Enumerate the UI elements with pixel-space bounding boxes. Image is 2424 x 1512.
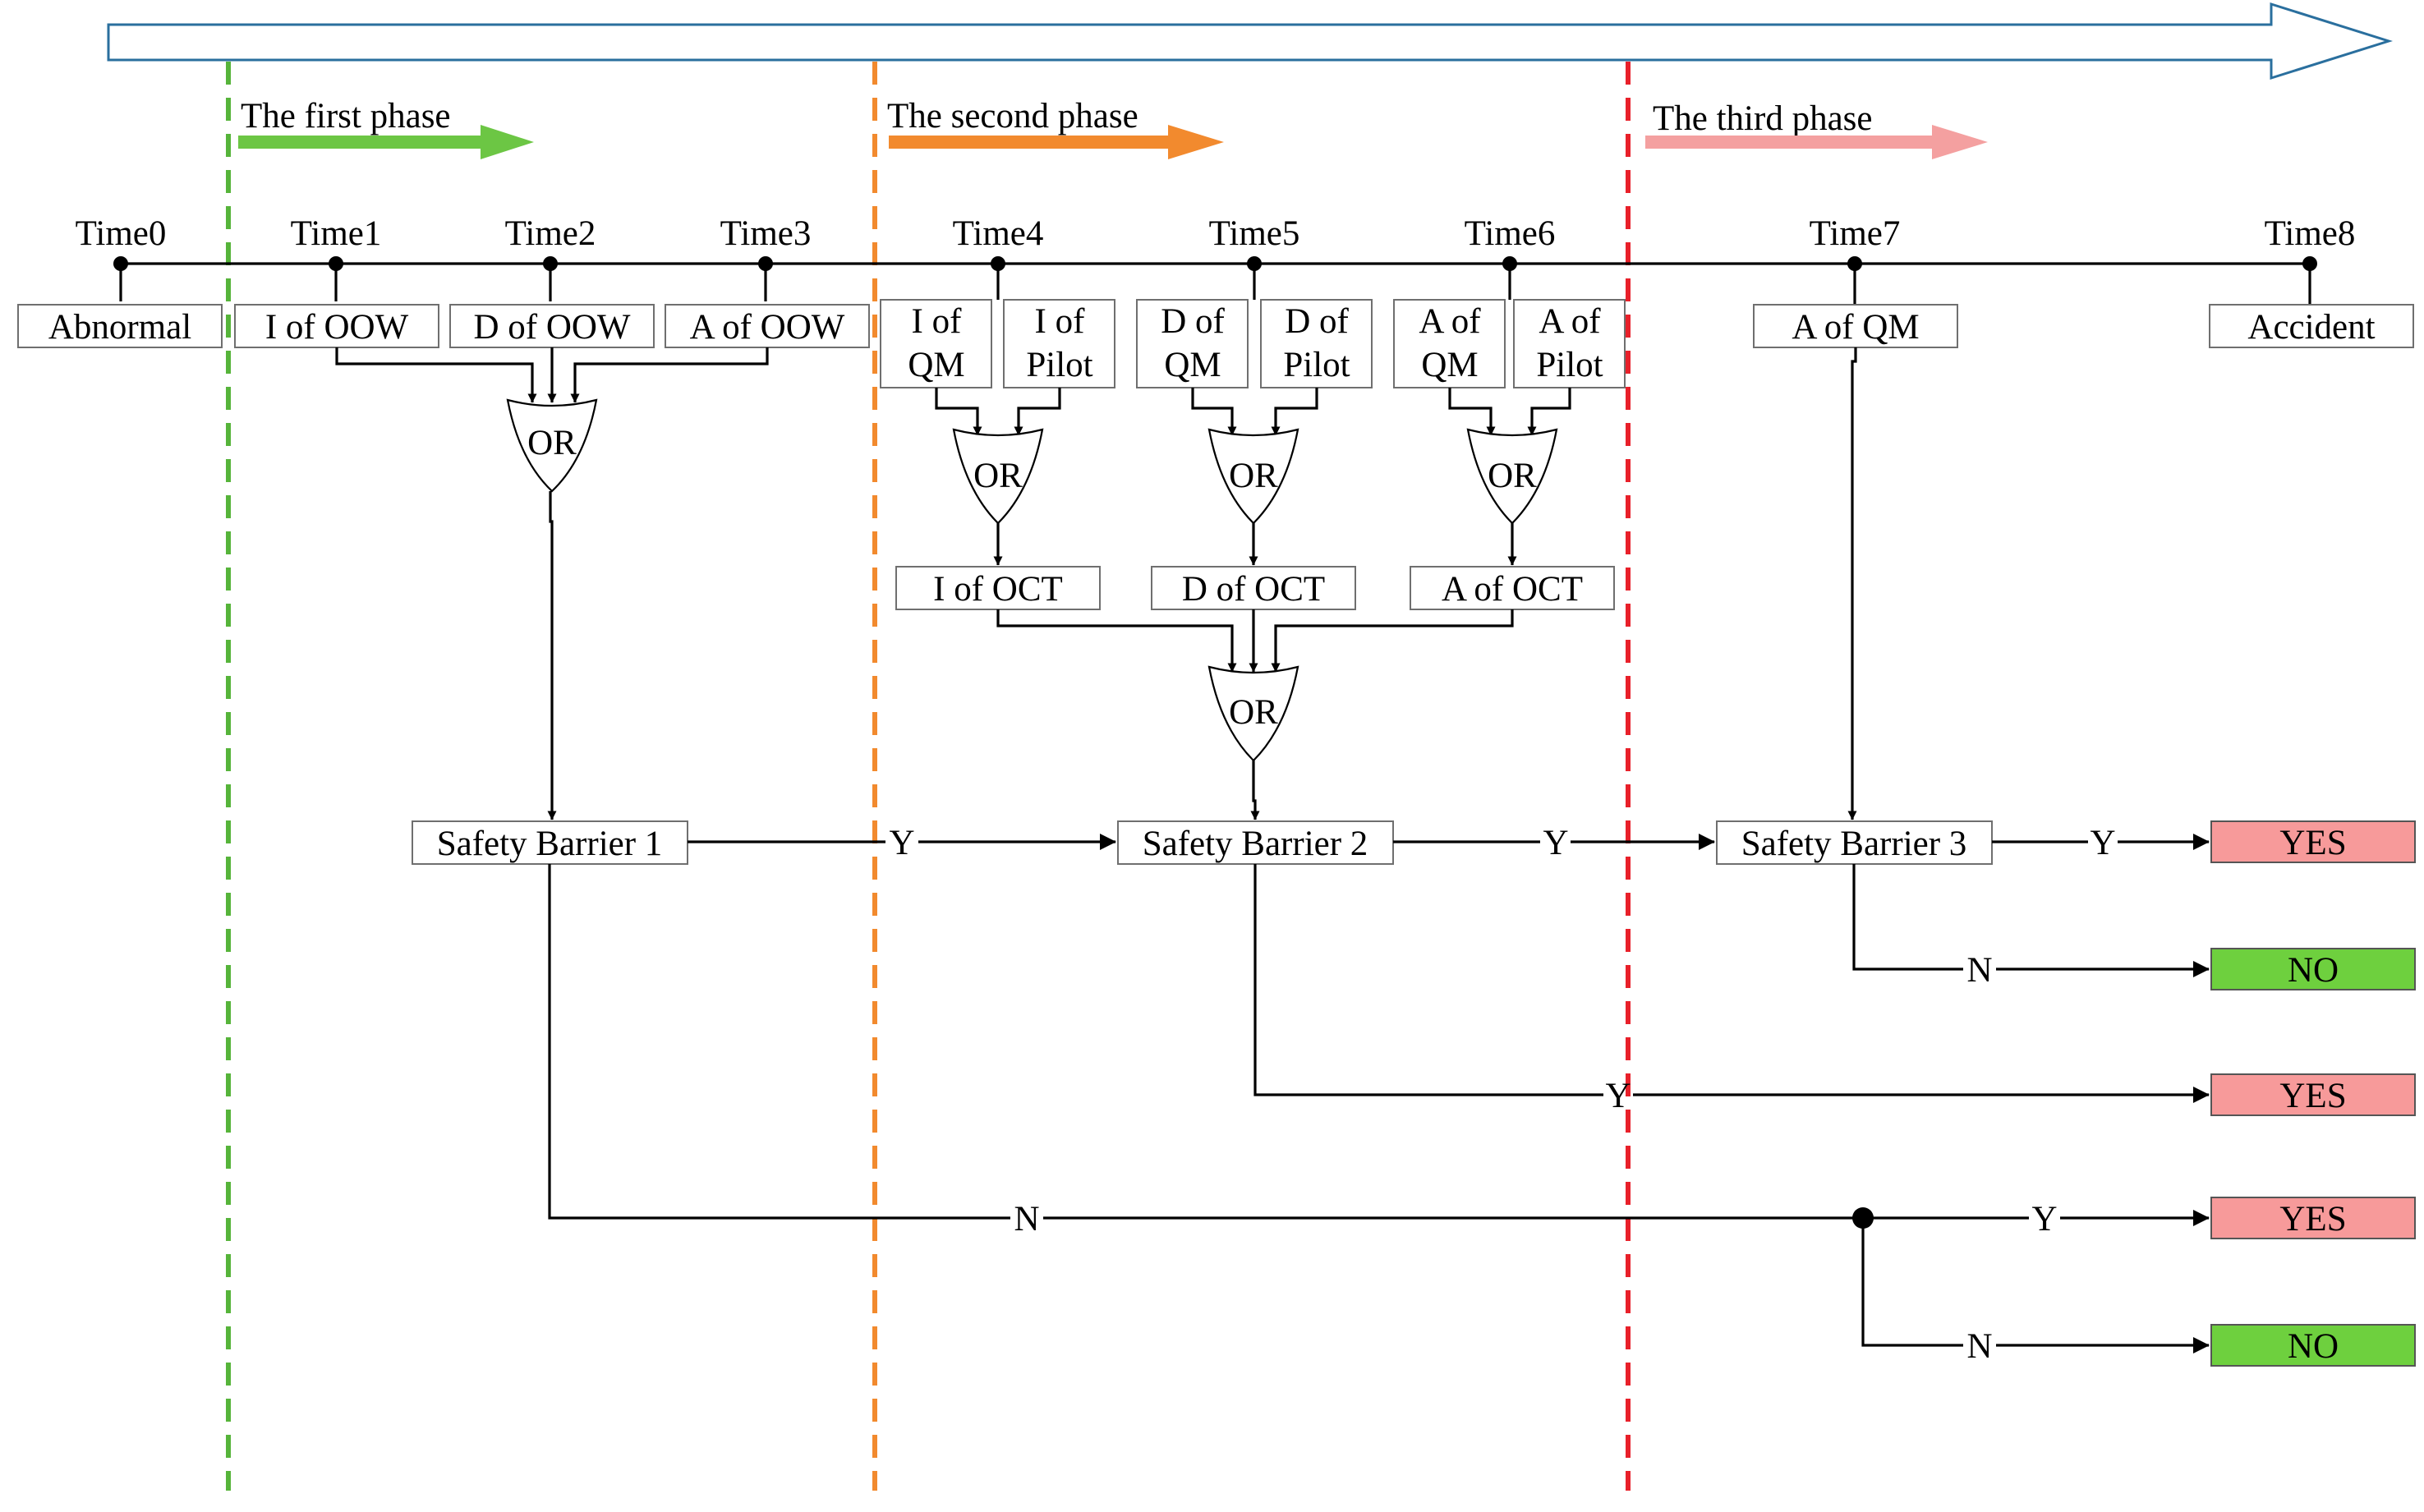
safety-barrier-2: Safety Barrier 2 (1117, 820, 1394, 865)
svg-text:D of OCT: D of OCT (1182, 570, 1325, 609)
time-label-0: Time0 (76, 214, 167, 253)
branch-label-y-3: Y (2090, 824, 2115, 862)
phase-arrow-1 (238, 125, 534, 159)
event-a-of-qm: A of QM (1753, 304, 1958, 348)
event-d-of-oct: D of OCT (1151, 566, 1356, 610)
event-d-of-oow: D of OOW (449, 304, 655, 348)
or-gate-1: OR (506, 398, 598, 493)
svg-text:D of: D of (1285, 302, 1349, 341)
second-phase-connectors (935, 388, 1571, 436)
event-a-of-pilot: A of Pilot (1513, 299, 1626, 388)
phase-label-2: The second phase (887, 97, 1138, 136)
or-gate-3: OR (1207, 428, 1299, 525)
svg-text:OR: OR (527, 424, 577, 462)
event-d-of-qm: D of QM (1136, 299, 1249, 388)
svg-text:YES: YES (2279, 824, 2346, 862)
or-gate-5: OR (1207, 665, 1299, 762)
oow-connectors (335, 347, 769, 403)
time-label-1: Time1 (291, 214, 382, 253)
time-label-8: Time8 (2265, 214, 2356, 253)
event-a-of-oow: A of OOW (665, 304, 870, 348)
event-i-of-qm: I of QM (880, 299, 992, 388)
svg-text:OR: OR (1488, 457, 1537, 495)
time-label-4: Time4 (953, 214, 1044, 253)
svg-text:D of OOW: D of OOW (473, 308, 630, 347)
time-label-2: Time2 (505, 214, 596, 253)
svg-text:YES: YES (2279, 1077, 2346, 1115)
svg-text:OR: OR (1229, 457, 1278, 495)
event-i-of-oct: I of OCT (895, 566, 1101, 610)
time-ticks (113, 256, 2317, 305)
outcome-3: YES (2210, 1197, 2416, 1239)
svg-text:QM: QM (1421, 346, 1478, 384)
svg-text:OR: OR (1229, 693, 1278, 732)
branch-label-n-3: N (1966, 1327, 1992, 1366)
branch-label-n-2: N (1014, 1200, 1039, 1239)
svg-text:Abnormal: Abnormal (48, 308, 191, 347)
phase-label-1: The first phase (241, 97, 451, 136)
svg-text:Safety Barrier 2: Safety Barrier 2 (1143, 825, 1368, 863)
time-labels: Time0 Time1 Time2 Time3 Time4 Time5 Time… (76, 214, 2356, 253)
svg-text:A of QM: A of QM (1792, 308, 1919, 347)
safety-barrier-1: Safety Barrier 1 (412, 820, 688, 865)
branch-label-y-2: Y (1543, 824, 1568, 862)
svg-text:A of OCT: A of OCT (1442, 570, 1583, 609)
branch-label-y-4: Y (1605, 1077, 1631, 1115)
svg-text:OR: OR (973, 457, 1023, 495)
svg-text:QM: QM (908, 346, 964, 384)
svg-text:I of OOW: I of OOW (265, 308, 409, 347)
outcome-2: YES (2210, 1073, 2416, 1116)
svg-text:YES: YES (2279, 1200, 2346, 1239)
svg-text:QM: QM (1164, 346, 1221, 384)
svg-text:A of OOW: A of OOW (690, 308, 845, 347)
aqm-to-barrier3 (1847, 347, 1857, 820)
or-gate-4: OR (1466, 428, 1558, 525)
event-i-of-oow: I of OOW (234, 304, 439, 348)
svg-text:NO: NO (2288, 951, 2339, 990)
timeline-arrow (107, 2, 2393, 80)
time-label-6: Time6 (1465, 214, 1556, 253)
branch-label-n-1: N (1966, 951, 1992, 990)
event-i-of-pilot: I of Pilot (1003, 299, 1115, 388)
time-label-3: Time3 (720, 214, 812, 253)
oct-connectors (996, 609, 1514, 673)
svg-text:Pilot: Pilot (1026, 346, 1092, 384)
time-label-5: Time5 (1209, 214, 1300, 253)
svg-text:NO: NO (2288, 1327, 2339, 1366)
svg-text:A of: A of (1539, 302, 1601, 341)
gate5-to-barrier2 (1250, 761, 1260, 820)
outcome-1: NO (2210, 948, 2416, 990)
event-abnormal: Abnormal (17, 304, 223, 348)
event-a-of-oct: A of OCT (1410, 566, 1615, 610)
outcome-4: NO (2210, 1324, 2416, 1367)
phase-label-3: The third phase (1653, 99, 1872, 138)
branch-label-y-5: Y (2031, 1200, 2057, 1239)
svg-text:Pilot: Pilot (1283, 346, 1350, 384)
svg-text:Safety Barrier 1: Safety Barrier 1 (437, 825, 663, 863)
phase-arrow-3 (1645, 125, 1988, 159)
gate1-to-barrier1 (547, 491, 557, 820)
time-label-7: Time7 (1810, 214, 1901, 253)
event-d-of-pilot: D of Pilot (1260, 299, 1373, 388)
event-a-of-qm-pair: A of QM (1393, 299, 1506, 388)
safety-barrier-3: Safety Barrier 3 (1716, 820, 1993, 865)
gate-to-oct-connectors (993, 523, 1517, 566)
phase-arrow-2 (889, 125, 1224, 159)
svg-text:A of: A of (1419, 302, 1481, 341)
event-accident: Accident (2209, 304, 2414, 348)
svg-text:I of: I of (912, 302, 963, 341)
svg-text:D of: D of (1161, 302, 1225, 341)
svg-text:Pilot: Pilot (1536, 346, 1603, 384)
svg-text:I of OCT: I of OCT (933, 570, 1063, 609)
svg-text:Accident: Accident (2247, 308, 2375, 347)
svg-text:I of: I of (1035, 302, 1086, 341)
outcome-0: YES (2210, 820, 2416, 863)
or-gate-2: OR (952, 428, 1044, 525)
branch-label-y-1: Y (889, 824, 914, 862)
svg-text:Safety Barrier 3: Safety Barrier 3 (1741, 825, 1967, 863)
